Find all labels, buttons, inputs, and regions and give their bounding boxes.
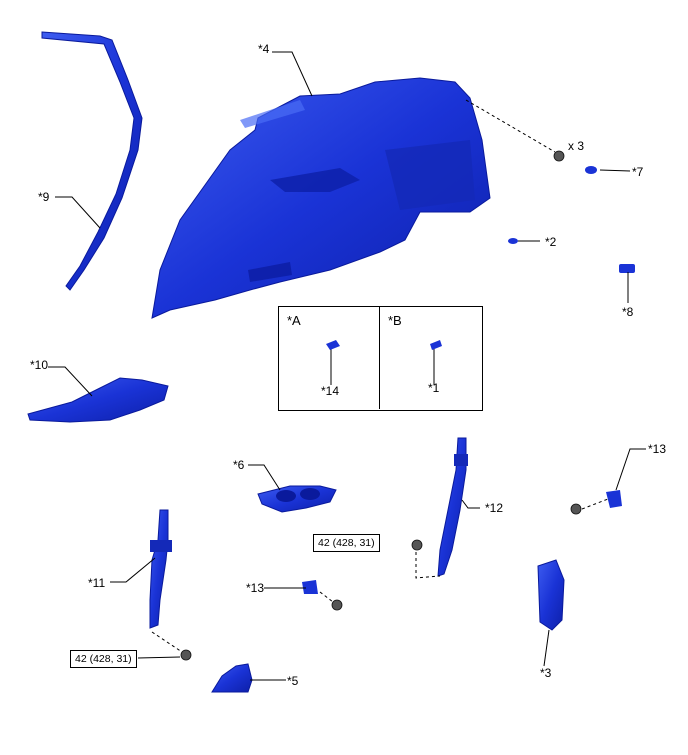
callout-9: *9 (38, 190, 50, 204)
callout-1: *1 (428, 381, 440, 395)
callout-14: *14 (321, 384, 340, 398)
part-4-quarter-trim-panel (151, 77, 491, 319)
callout-13-right: *13 (648, 442, 667, 456)
inset-box (278, 306, 483, 411)
callout-13-left: *13 (246, 581, 265, 595)
bolt-icon (553, 150, 565, 162)
inset-label-b: *B (388, 313, 402, 328)
part-6-cup-holder (257, 485, 337, 513)
callout-4: *4 (258, 42, 270, 56)
part-5-cover (211, 663, 253, 693)
part-13-anchor-b (302, 580, 318, 594)
part-13-anchor-a (606, 490, 622, 508)
bolt-icon (570, 503, 582, 515)
inset-divider (379, 306, 380, 409)
part-3-cover (537, 559, 565, 631)
inset-label-a: *A (287, 313, 301, 328)
part-10-lower-trim (27, 377, 169, 423)
bolt-icon (180, 649, 192, 661)
callout-2: *2 (545, 235, 557, 249)
callout-quantity: x 3 (568, 139, 585, 153)
callout-5: *5 (287, 674, 299, 688)
part-11-seat-belt (149, 509, 169, 629)
part-2-clip (508, 238, 518, 244)
bolt-icon (411, 539, 423, 551)
callout-10: *10 (30, 358, 49, 372)
callout-11: *11 (88, 576, 106, 590)
part-8-clip (619, 264, 635, 273)
callout-6: *6 (233, 458, 245, 472)
callout-7: *7 (632, 165, 644, 179)
callout-8: *8 (622, 305, 634, 319)
callout-12: *12 (485, 501, 504, 515)
torque-spec-upper: 42 (428, 31) (313, 534, 380, 552)
part-1-clip (430, 340, 442, 350)
bolt-icon (331, 599, 343, 611)
part-14-clip (326, 340, 340, 350)
callout-3: *3 (540, 666, 552, 680)
torque-spec-lower: 42 (428, 31) (70, 650, 137, 668)
part-9-weatherstrip (41, 31, 143, 291)
part-7-clip (585, 166, 597, 174)
